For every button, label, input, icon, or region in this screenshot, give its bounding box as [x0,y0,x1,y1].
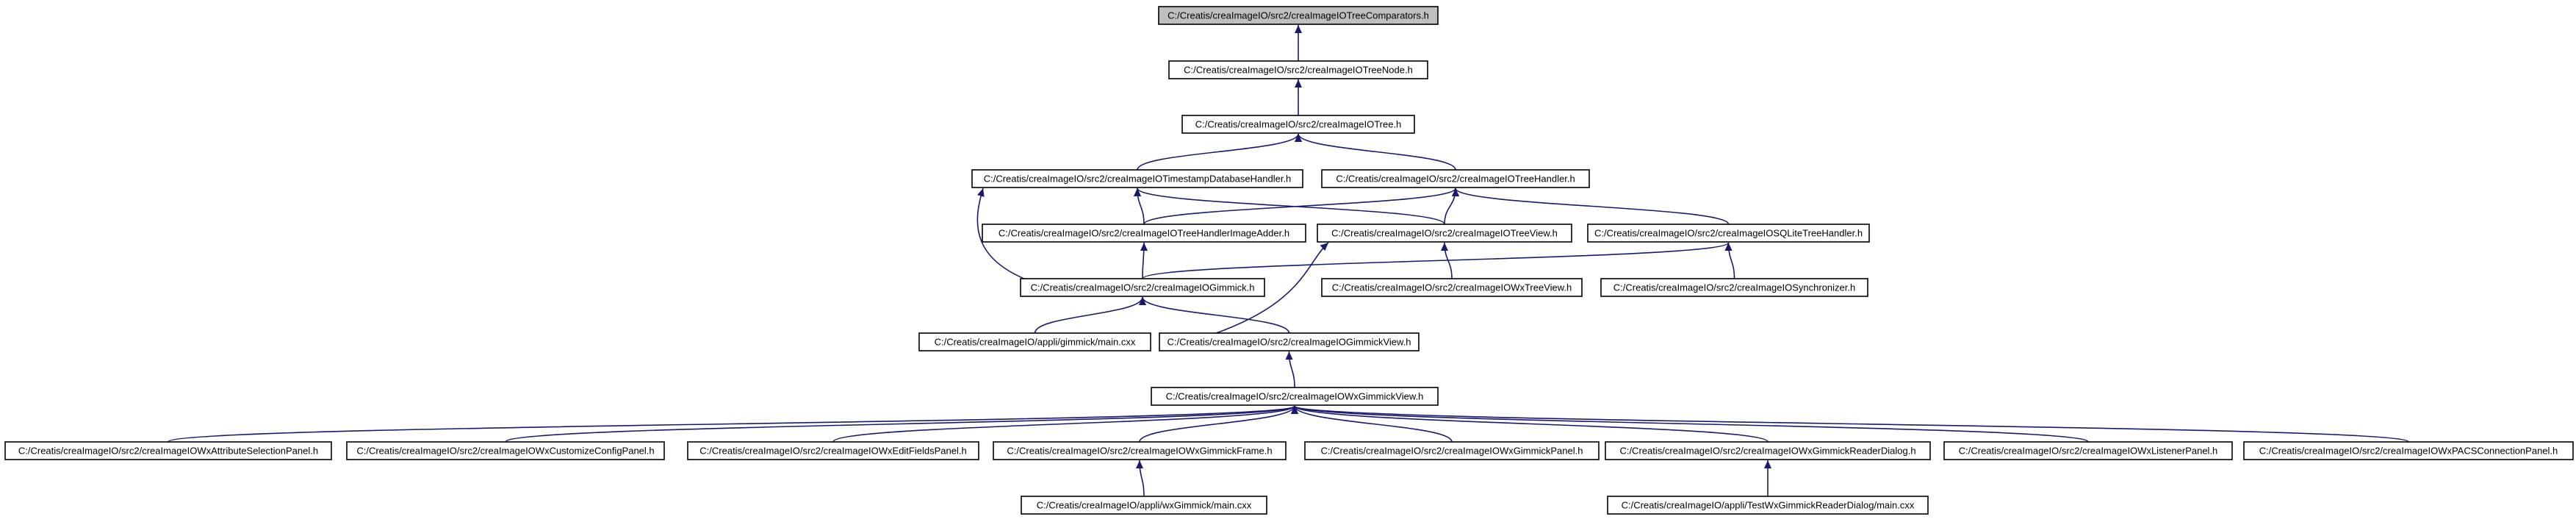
node-sqlite[interactable]: C:/Creatis/creaImageIO/src2/creaImageIOS… [1587,224,1870,243]
node-gimmickmain[interactable]: C:/Creatis/creaImageIO/appli/gimmick/mai… [918,332,1151,351]
node-label: C:/Creatis/creaImageIO/src2/creaImageIOW… [1166,391,1424,402]
node-label: C:/Creatis/creaImageIO/src2/creaImageIOW… [1332,282,1572,293]
node-imageadder[interactable]: C:/Creatis/creaImageIO/src2/creaImageIOT… [982,224,1306,243]
edge-listener-to-wxgimmickview [1291,405,2089,443]
node-box [1021,496,1267,515]
node-pacs[interactable]: C:/Creatis/creaImageIO/src2/creaImageIOW… [2243,441,2574,460]
edge-imageadder-to-timestamp [1134,188,1145,225]
node-custpanel[interactable]: C:/Creatis/creaImageIO/src2/creaImageIOW… [346,441,665,460]
node-box [1168,60,1428,79]
node-label: C:/Creatis/creaImageIO/src2/creaImageIOS… [1594,228,1863,239]
node-label: C:/Creatis/creaImageIO/src2/creaImageIOG… [1031,282,1255,293]
node-timestamp[interactable]: C:/Creatis/creaImageIO/src2/creaImageIOT… [971,169,1303,188]
node-label: C:/Creatis/creaImageIO/src2/creaImageIOW… [18,446,318,457]
node-wxframe[interactable]: C:/Creatis/creaImageIO/src2/creaImageIOW… [993,441,1287,460]
node-label: C:/Creatis/creaImageIO/src2/creaImageIOS… [1613,282,1855,293]
edge-wxtreeview-to-treeview [1441,242,1453,279]
node-box [1587,224,1870,243]
node-box [1605,441,1931,460]
edge-editpanel-to-wxgimmickview [832,405,1298,443]
node-label: C:/Creatis/creaImageIO/appli/wxGimmick/m… [1037,500,1252,511]
nodes-layer: C:/Creatis/creaImageIO/src2/creaImageIOT… [4,6,2574,515]
edge-gimmickmain-to-gimmick [1034,296,1146,334]
node-treenode[interactable]: C:/Creatis/creaImageIO/src2/creaImageIOT… [1168,60,1428,79]
edge-pacs-to-wxgimmickview [1291,405,2409,443]
node-label: C:/Creatis/creaImageIO/src2/creaImageIOW… [1959,446,2218,457]
node-comparators[interactable]: C:/Creatis/creaImageIO/src2/creaImageIOT… [1158,6,1439,25]
node-wxtreeview[interactable]: C:/Creatis/creaImageIO/src2/creaImageIOW… [1321,278,1583,297]
node-box [346,441,665,460]
edge-wxpanel-to-wxgimmickview [1291,405,1453,443]
node-wxgimmickmain[interactable]: C:/Creatis/creaImageIO/appli/wxGimmick/m… [1021,496,1267,515]
node-box [1321,278,1583,297]
edge-treehandler-to-tree [1295,133,1456,171]
node-label: C:/Creatis/creaImageIO/src2/creaImageIOT… [1184,65,1413,76]
node-label: C:/Creatis/creaImageIO/src2/creaImageIOW… [699,446,966,457]
node-tree[interactable]: C:/Creatis/creaImageIO/src2/creaImageIOT… [1181,115,1415,134]
node-label: C:/Creatis/creaImageIO/src2/creaImageIOT… [984,174,1292,185]
node-box [4,441,332,460]
edge-gimmick-to-imageadder [1140,242,1148,279]
node-box [1321,169,1590,188]
node-editpanel[interactable]: C:/Creatis/creaImageIO/src2/creaImageIOW… [687,441,979,460]
node-label: C:/Creatis/creaImageIO/src2/creaImageIOW… [1007,446,1272,457]
edge-wxgimmickmain-to-wxframe [1136,460,1145,497]
node-label: C:/Creatis/creaImageIO/src2/creaImageIOW… [1321,446,1583,457]
edge-imageadder-to-treehandler [1143,188,1459,225]
node-label: C:/Creatis/creaImageIO/src2/creaImageIOT… [1168,10,1429,21]
edge-gimmick-to-sqlite [1142,242,1733,279]
node-box [687,441,979,460]
edge-gimmickview-to-gimmick [1139,296,1290,334]
node-attrpanel[interactable]: C:/Creatis/creaImageIO/src2/creaImageIOW… [4,441,332,460]
node-box [1151,387,1439,406]
edge-sqlite-to-treehandler [1452,188,1730,225]
node-gimmick[interactable]: C:/Creatis/creaImageIO/src2/creaImageIOG… [1020,278,1265,297]
node-box [982,224,1306,243]
node-box [918,332,1151,351]
node-label: C:/Creatis/creaImageIO/src2/creaImageIOW… [356,446,654,457]
node-box [1158,6,1439,25]
node-box [2243,441,2574,460]
edge-gimmickview-to-treeview [1188,242,1329,343]
node-box [1020,278,1265,297]
node-label: C:/Creatis/creaImageIO/src2/creaImageIOT… [1336,174,1575,185]
node-readerdialog[interactable]: C:/Creatis/creaImageIO/src2/creaImageIOW… [1605,441,1931,460]
edge-wxgimmickview-to-gimmickview [1285,351,1295,388]
node-testreader[interactable]: C:/Creatis/creaImageIO/appli/TestWxGimmi… [1607,496,1929,515]
node-treeview[interactable]: C:/Creatis/creaImageIO/src2/creaImageIOT… [1317,224,1572,243]
node-label: C:/Creatis/creaImageIO/src2/creaImageIOT… [1195,119,1402,130]
edge-readerdialog-to-wxgimmickview [1291,405,1769,443]
edge-custpanel-to-wxgimmickview [505,405,1298,443]
edge-timestamp-to-tree [1137,133,1302,171]
node-box [1181,115,1415,134]
edge-synchronizer-to-sqlite [1724,242,1735,279]
node-label: C:/Creatis/creaImageIO/src2/creaImageIOW… [2259,446,2558,457]
node-label: C:/Creatis/creaImageIO/src2/creaImageIOG… [1167,337,1411,348]
edge-attrpanel-to-wxgimmickview [168,405,1298,443]
node-box [1317,224,1572,243]
node-wxgimmickview[interactable]: C:/Creatis/creaImageIO/src2/creaImageIOW… [1151,387,1439,406]
node-listener[interactable]: C:/Creatis/creaImageIO/src2/creaImageIOW… [1943,441,2233,460]
node-box [1159,332,1420,351]
node-box [1943,441,2233,460]
edges-layer [168,25,2409,497]
node-box [993,441,1287,460]
node-label: C:/Creatis/creaImageIO/appli/TestWxGimmi… [1622,500,1915,511]
edge-wxframe-to-wxgimmickview [1139,405,1298,443]
node-gimmickview[interactable]: C:/Creatis/creaImageIO/src2/creaImageIOG… [1159,332,1420,351]
node-label: C:/Creatis/creaImageIO/src2/creaImageIOT… [1331,228,1558,239]
node-box [1607,496,1929,515]
node-treehandler[interactable]: C:/Creatis/creaImageIO/src2/creaImageIOT… [1321,169,1590,188]
node-synchronizer[interactable]: C:/Creatis/creaImageIO/src2/creaImageIOS… [1600,278,1868,297]
node-box [971,169,1303,188]
node-box [1600,278,1868,297]
node-label: C:/Creatis/creaImageIO/appli/gimmick/mai… [935,337,1136,348]
node-wxpanel[interactable]: C:/Creatis/creaImageIO/src2/creaImageIOW… [1304,441,1600,460]
node-label: C:/Creatis/creaImageIO/src2/creaImageIOW… [1619,446,1915,457]
node-box [1304,441,1600,460]
node-label: C:/Creatis/creaImageIO/src2/creaImageIOT… [999,228,1289,239]
